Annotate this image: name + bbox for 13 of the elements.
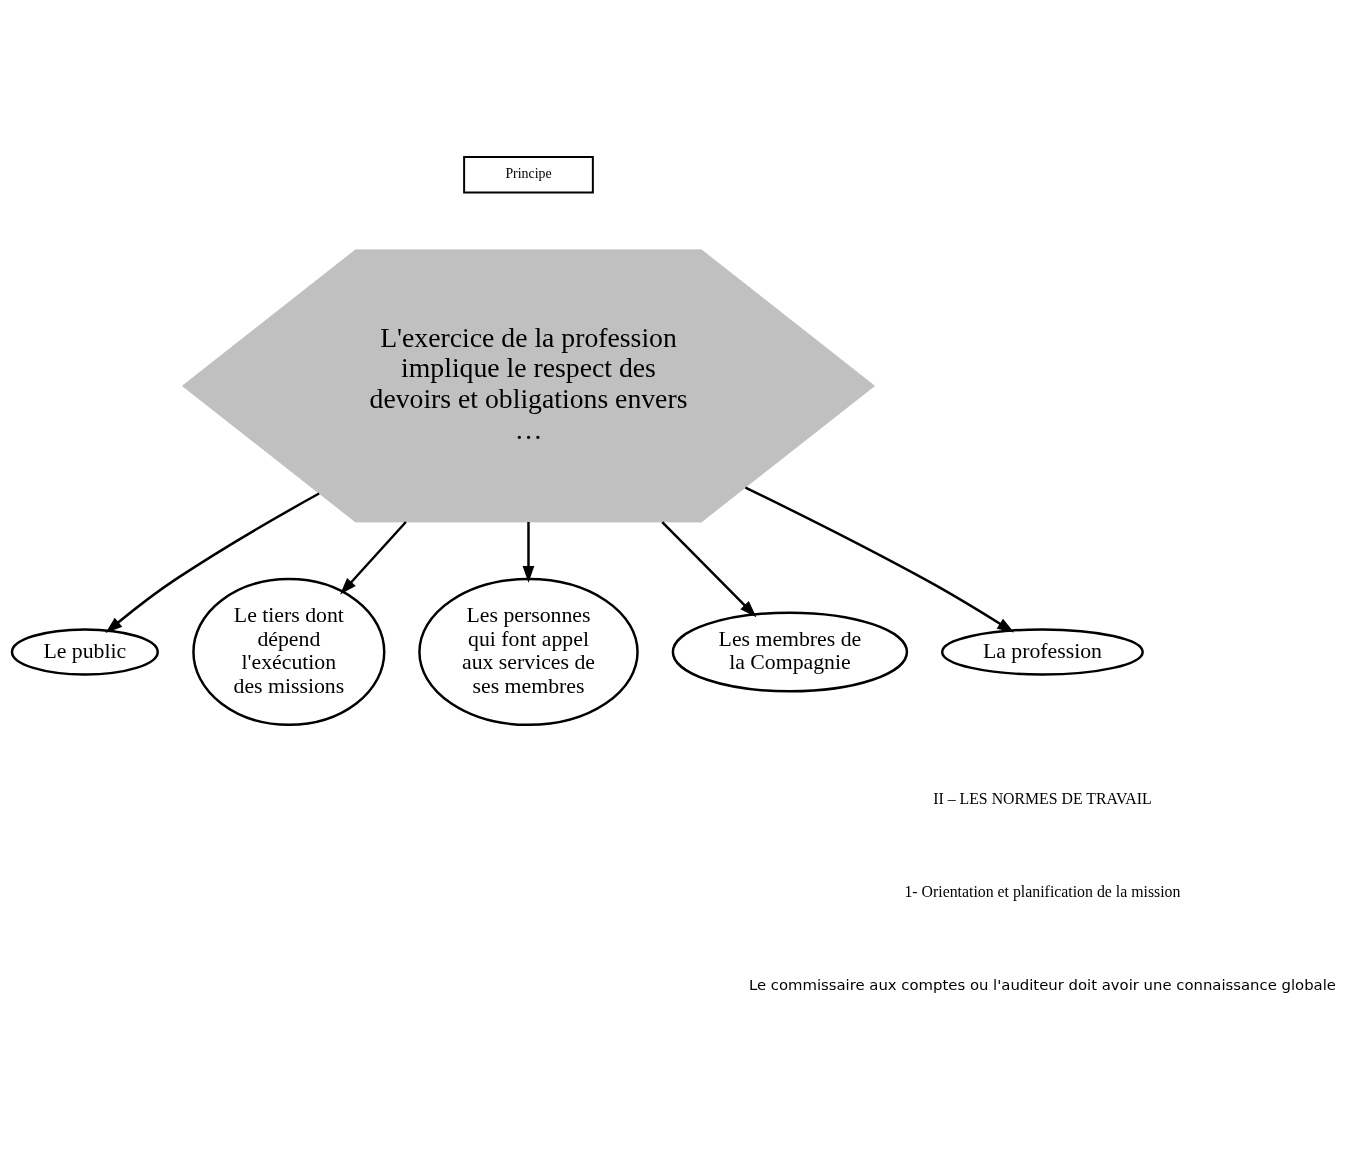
node-ellipse: Le public: [10, 627, 159, 676]
label: Le commissaire aux comptes ou l'auditeur doit avoir une connaissance globale: [748, 975, 1336, 994]
label: II – LES NORMES DE TRAVAIL: [933, 789, 1152, 807]
node-ellipse: Les personnes qui font appel aux services de ses membres: [418, 577, 639, 726]
arrow: [744, 485, 1015, 633]
arrow: [105, 491, 320, 633]
arrow: [340, 520, 407, 594]
label: 1- Orientation et planification de la mission: [904, 882, 1181, 900]
arrow: [661, 520, 757, 617]
node-box: Principe: [463, 155, 594, 194]
arrow: [522, 521, 535, 583]
node-ellipse: La profession: [940, 627, 1144, 676]
node-ellipse: Les membres de la Compagnie: [671, 610, 909, 692]
